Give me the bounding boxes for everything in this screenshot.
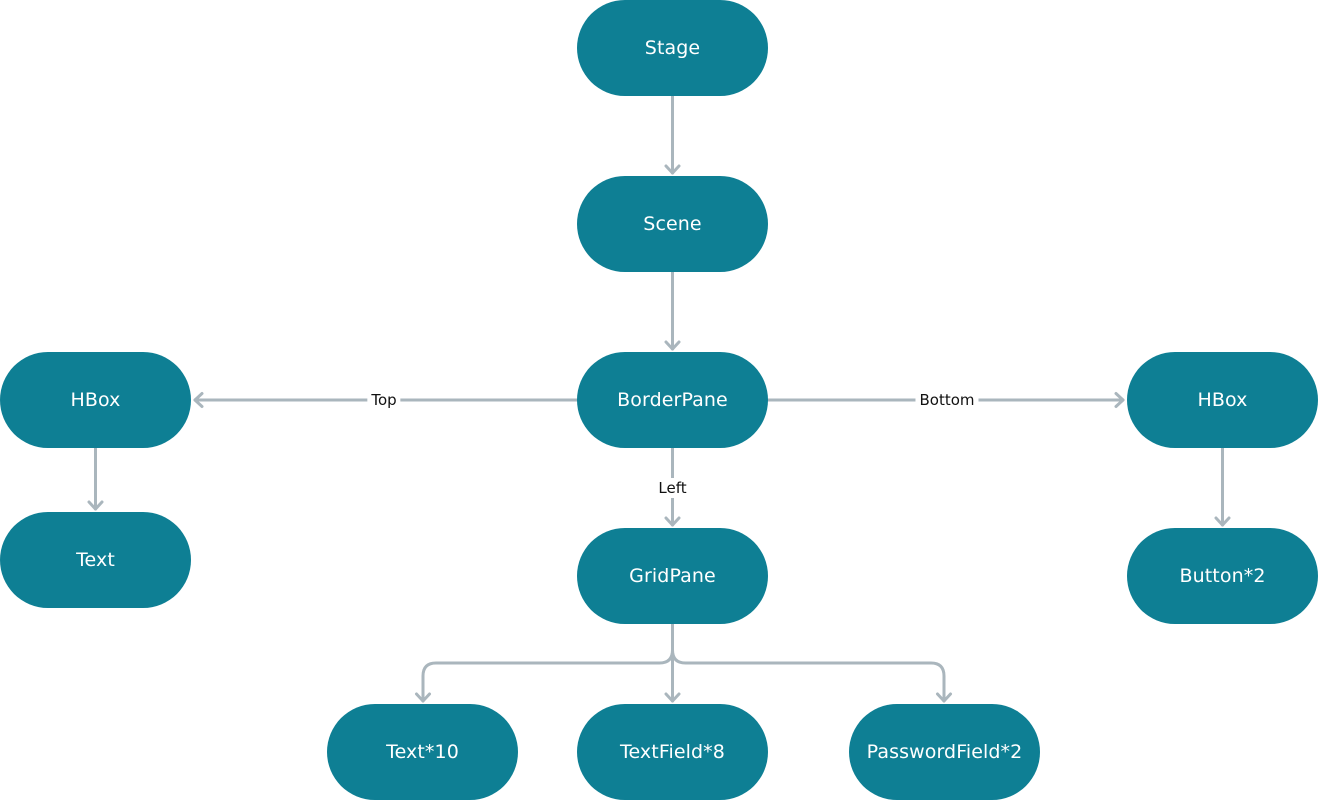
node-hbox-top: HBox bbox=[0, 352, 191, 448]
node-button: Button*2 bbox=[1127, 528, 1318, 624]
arrowhead bbox=[1214, 516, 1231, 527]
node-label: Button*2 bbox=[1179, 565, 1266, 587]
node-label: TextField*8 bbox=[620, 741, 725, 763]
node-text: Text bbox=[0, 512, 191, 608]
arrowhead bbox=[415, 692, 431, 703]
edge-label-bottom: Bottom bbox=[915, 390, 979, 410]
arrowhead bbox=[664, 340, 681, 351]
node-gridpane: GridPane bbox=[577, 528, 768, 624]
node-label: PasswordField*2 bbox=[866, 741, 1023, 763]
node-label: Stage bbox=[644, 37, 701, 59]
node-hbox-bottom: HBox bbox=[1127, 352, 1318, 448]
node-label: Text*10 bbox=[386, 741, 459, 763]
node-label: HBox bbox=[70, 389, 121, 411]
arrowhead bbox=[664, 516, 681, 527]
node-label: GridPane bbox=[629, 565, 716, 587]
node-scene: Scene bbox=[577, 176, 768, 272]
node-borderpane: BorderPane bbox=[577, 352, 768, 448]
arrowhead bbox=[1114, 392, 1125, 408]
node-label: BorderPane bbox=[617, 389, 728, 411]
arrowhead bbox=[87, 500, 104, 511]
arrowhead bbox=[936, 692, 952, 703]
edge-gridpane-text10 bbox=[421, 622, 674, 703]
node-textfield8: TextField*8 bbox=[577, 704, 768, 800]
node-label: Scene bbox=[643, 213, 702, 235]
node-stage: Stage bbox=[577, 0, 768, 96]
node-passwordfield2: PasswordField*2 bbox=[849, 704, 1040, 800]
arrowhead bbox=[664, 164, 681, 175]
arrowhead bbox=[193, 392, 204, 408]
edge-label-top: Top bbox=[367, 390, 401, 410]
node-label: Text bbox=[76, 549, 115, 571]
node-label: HBox bbox=[1197, 389, 1248, 411]
node-text10: Text*10 bbox=[327, 704, 518, 800]
edge-gridpane-passwordfield2 bbox=[671, 648, 946, 703]
edge-label-left: Left bbox=[654, 478, 691, 498]
arrowhead bbox=[664, 692, 681, 703]
